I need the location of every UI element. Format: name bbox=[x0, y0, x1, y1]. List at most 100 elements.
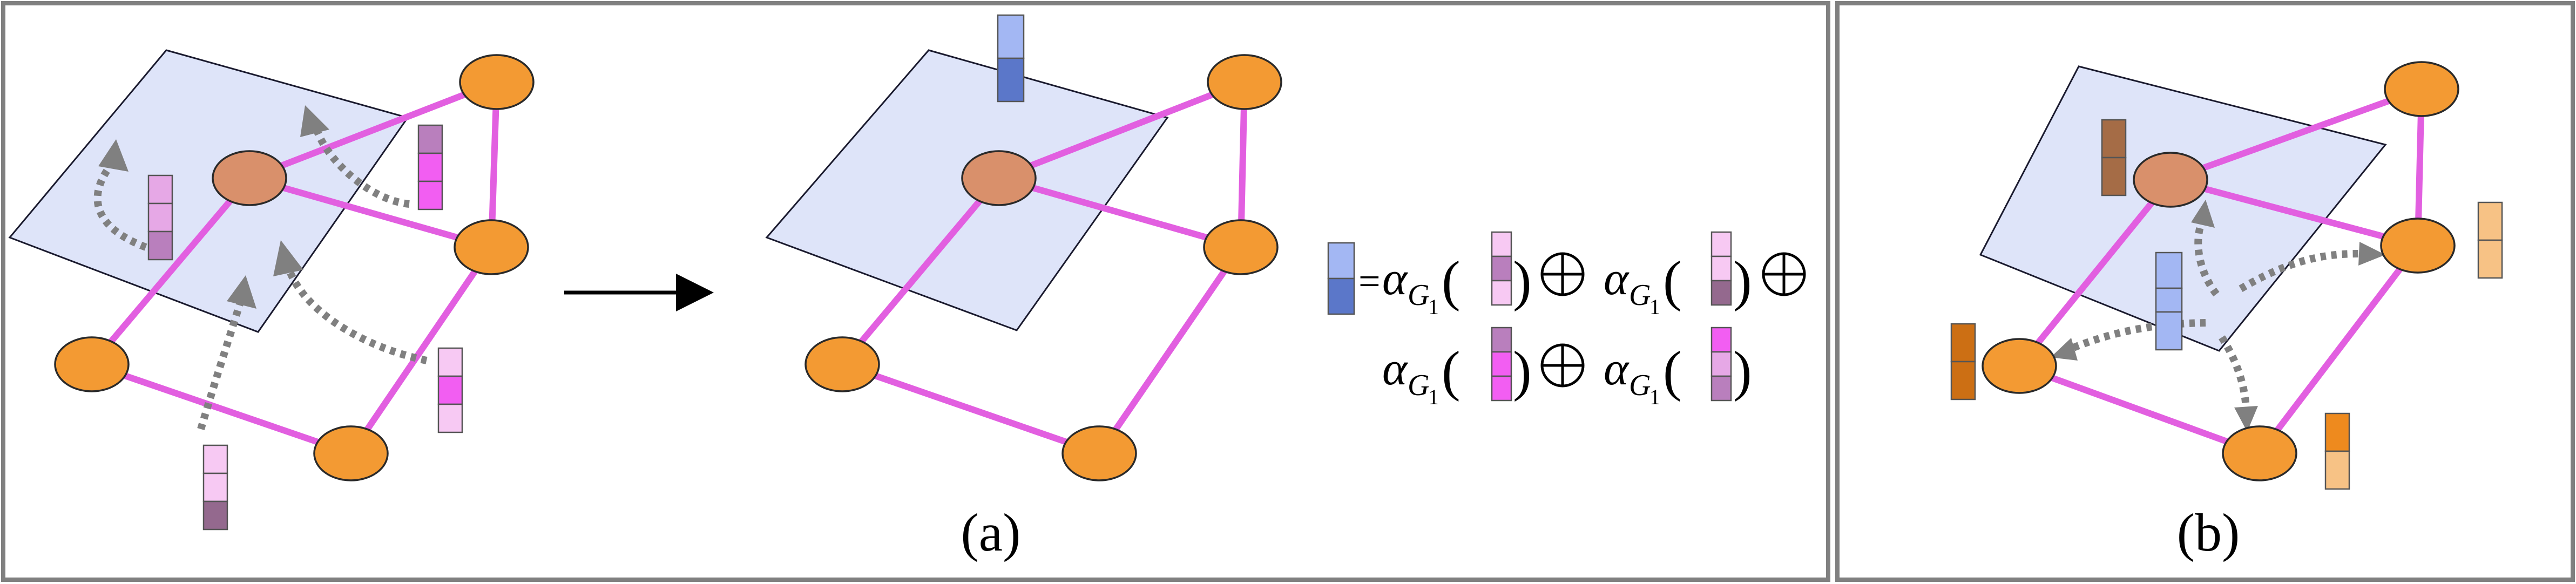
arrow-head bbox=[300, 105, 329, 137]
panel-a-label: (a) bbox=[961, 502, 1021, 562]
alpha-subscript: G bbox=[1629, 369, 1651, 402]
feature-vector bbox=[417, 124, 443, 210]
graph-edge bbox=[996, 79, 1248, 181]
graph-edge bbox=[2256, 242, 2421, 457]
oplus-operator bbox=[1540, 343, 1585, 388]
paren-open: ( bbox=[1663, 340, 1682, 402]
hyperedge-node bbox=[212, 150, 287, 206]
graph-edge bbox=[996, 175, 1244, 250]
equation-term: α G 1 ( ) bbox=[1604, 231, 1752, 319]
graph-node bbox=[1061, 425, 1137, 481]
arrow-head bbox=[2234, 406, 2258, 432]
graph-node bbox=[1207, 54, 1282, 110]
paren-close: ) bbox=[1513, 250, 1532, 312]
message-arrow bbox=[312, 125, 410, 208]
paren-open: ( bbox=[1442, 250, 1461, 312]
aggregation-equation: = α G 1 ( ) α G 1 bbox=[1327, 231, 1806, 409]
term-vector bbox=[1491, 231, 1512, 306]
arrow-head bbox=[98, 139, 129, 172]
alpha-subsubscript: 1 bbox=[1428, 295, 1439, 319]
graph-edge bbox=[839, 361, 1103, 457]
equation-result-vector bbox=[1327, 242, 1355, 315]
equals-sign: = bbox=[1358, 260, 1381, 303]
graph-edge bbox=[246, 79, 500, 181]
message-arrow bbox=[285, 267, 428, 364]
arrow-head bbox=[2191, 200, 2215, 228]
hyperedge-node bbox=[2133, 152, 2208, 208]
graph-edge bbox=[246, 175, 495, 250]
hyperedge-node bbox=[961, 150, 1037, 206]
aggregated-hyperedge-vector bbox=[997, 14, 1025, 103]
message-arrow bbox=[93, 159, 147, 251]
message-arrows bbox=[93, 105, 428, 430]
graph-edge bbox=[839, 175, 1002, 368]
alpha-subscript: G bbox=[1408, 369, 1429, 402]
graph-node bbox=[1203, 219, 1279, 275]
graph-nodes bbox=[54, 54, 535, 481]
feature-vector bbox=[147, 174, 173, 261]
equation-term: α G 1 ( ) bbox=[1382, 327, 1532, 409]
equation-term: α G 1 ( ) bbox=[1604, 327, 1752, 409]
term-vector bbox=[1491, 327, 1512, 402]
node-feature-vector bbox=[1950, 323, 1976, 400]
equation-term: α G 1 ( ) bbox=[1382, 231, 1532, 319]
message-arrow bbox=[2066, 319, 2206, 354]
alpha-symbol: α bbox=[1604, 253, 1630, 305]
term-vector bbox=[1710, 327, 1732, 402]
feature-vector bbox=[202, 444, 228, 531]
feature-vector bbox=[437, 347, 463, 433]
alpha-subscript: G bbox=[1629, 279, 1651, 312]
graph-edge bbox=[89, 361, 354, 457]
message-arrows bbox=[2051, 200, 2385, 432]
graph-edge bbox=[2016, 363, 2263, 457]
oplus-operator bbox=[1540, 252, 1585, 296]
paren-open: ( bbox=[1442, 340, 1461, 402]
term-vector bbox=[1710, 231, 1732, 306]
paren-close: ) bbox=[1733, 250, 1752, 312]
graph-edge bbox=[1096, 244, 1244, 457]
graph-nodes bbox=[1982, 61, 2459, 481]
paren-close: ) bbox=[1513, 340, 1532, 402]
arrow-head bbox=[227, 275, 256, 309]
panel-b: (b) bbox=[1835, 1, 2575, 582]
alpha-subsubscript: 1 bbox=[1649, 385, 1660, 409]
oplus-operator bbox=[1762, 252, 1806, 296]
node-feature-vector bbox=[2324, 412, 2350, 490]
alpha-subsubscript: 1 bbox=[1649, 295, 1660, 319]
hyperedge-feature-vector bbox=[2101, 119, 2127, 196]
alpha-subscript: G bbox=[1408, 279, 1429, 312]
graph-node bbox=[54, 336, 130, 392]
alpha-symbol: α bbox=[1604, 343, 1630, 395]
graph-edge bbox=[2016, 176, 2174, 369]
graph-node bbox=[313, 425, 389, 481]
graph-edge bbox=[89, 175, 253, 368]
alpha-subsubscript: 1 bbox=[1428, 385, 1439, 409]
message-arrow bbox=[2194, 215, 2220, 297]
graph-node bbox=[2222, 425, 2297, 481]
graph-node bbox=[804, 336, 880, 392]
arrow-head bbox=[273, 240, 303, 276]
node-feature-vector bbox=[2477, 201, 2503, 279]
message-arrow bbox=[2219, 335, 2250, 413]
message-arrow bbox=[197, 301, 244, 430]
graph-edges bbox=[839, 79, 1248, 457]
panel-a: = α G 1 ( ) α G 1 bbox=[1, 1, 1830, 582]
alpha-symbol: α bbox=[1382, 253, 1408, 305]
graph-node bbox=[454, 219, 529, 275]
graph-nodes bbox=[804, 54, 1282, 481]
paren-open: ( bbox=[1663, 250, 1682, 312]
graph-after-aggregation bbox=[765, 14, 1282, 481]
feature-vectors bbox=[1950, 119, 2503, 490]
graph-edge bbox=[348, 244, 495, 457]
feature-vectors bbox=[147, 124, 463, 531]
message-arrow bbox=[2239, 250, 2365, 293]
graph-before-aggregation bbox=[8, 49, 535, 531]
graph-node bbox=[459, 54, 535, 110]
alpha-symbol: α bbox=[1382, 343, 1408, 395]
panel-b-label: (b) bbox=[2177, 502, 2240, 562]
graph-node bbox=[2384, 61, 2459, 117]
graph-node bbox=[1982, 338, 2057, 394]
graph-node bbox=[2380, 218, 2456, 274]
paren-close: ) bbox=[1733, 340, 1752, 402]
